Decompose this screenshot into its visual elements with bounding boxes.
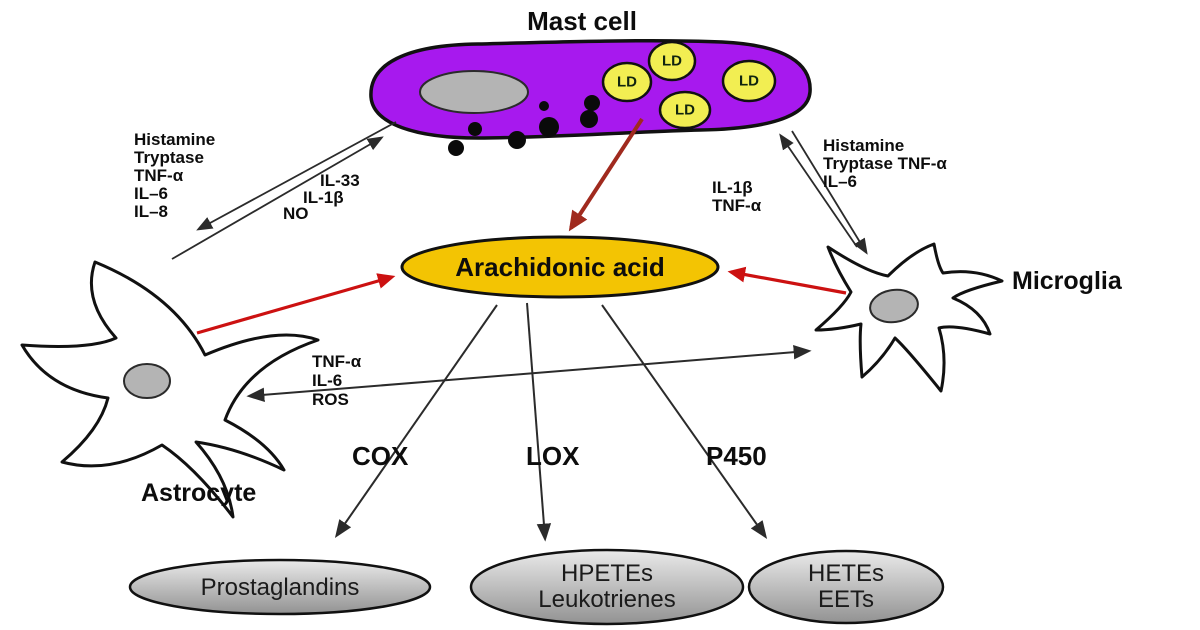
arrow-astrocyte-to-mast: [171, 136, 384, 260]
astrocyte-nucleus: [123, 363, 171, 399]
arrow-p450-pathway: [601, 304, 768, 539]
microglia-label: Microglia: [1012, 267, 1122, 295]
microglia-nucleus: [869, 288, 919, 324]
arrow-microglia-to-arachidonic: [727, 266, 847, 295]
mast-cell-granules: [448, 95, 600, 156]
lipid-droplets: [601, 40, 777, 130]
arrow-lox-pathway: [526, 302, 552, 542]
arrow-astrocyte-microglia: [246, 344, 812, 403]
arachidonic-acid-label: Arachidonic acid: [455, 252, 665, 282]
lipid-droplet-label: LD: [662, 52, 682, 70]
arrow-astrocyte-to-arachidonic: [196, 273, 396, 335]
hpetes-leukotrienes-label: HPETEs Leukotrienes: [538, 560, 676, 613]
hetes-eets-ellipse: [747, 549, 945, 625]
arrow-microglia-to-mast: [779, 133, 858, 248]
mediators-microglia-to-astrocyte: TNF-α IL-6 ROS: [312, 352, 362, 409]
arrow-mast-to-arachidonic: [568, 117, 644, 232]
arrow-mast-to-microglia: [791, 130, 868, 255]
astrocyte-label: Astrocyte: [141, 479, 257, 507]
lipid-droplet-label: LD: [739, 72, 759, 90]
lipid-droplet-label: LD: [617, 73, 637, 91]
arachidonic-acid-ellipse: [400, 235, 720, 299]
arrow-cox-pathway: [334, 304, 498, 538]
mediator-il33: IL-33: [320, 171, 360, 190]
mast-cell-title: Mast cell: [527, 6, 637, 36]
mast-cell-nucleus: [419, 70, 529, 114]
mediator-il1b: IL-1β: [303, 188, 344, 207]
lipid-droplet-label: LD: [675, 101, 695, 119]
hetes-eets-label: HETEs EETs: [807, 560, 885, 613]
black-arrows: [171, 121, 868, 542]
mediator-no: NO: [283, 204, 309, 223]
mediators-astrocyte-to-mast: Histamine Tryptase TNF-α IL–6 IL–8: [134, 130, 216, 221]
prostaglandins-label: Prostaglandins: [200, 574, 360, 601]
lox-enzyme-label: LOX: [526, 441, 580, 471]
mediators-mast-to-microglia: Histamine Tryptase TNF-α IL–6: [823, 136, 947, 191]
mediators-microglia-to-mast: IL-1β TNF-α: [712, 178, 762, 215]
astrocyte-cell-body: [20, 260, 320, 519]
hpetes-leukotrienes-ellipse: [469, 548, 745, 626]
arrow-mast-to-astrocyte: [196, 121, 397, 231]
cox-enzyme-label: COX: [352, 441, 409, 471]
p450-enzyme-label: P450: [706, 441, 767, 471]
prostaglandins-ellipse: [128, 558, 432, 616]
